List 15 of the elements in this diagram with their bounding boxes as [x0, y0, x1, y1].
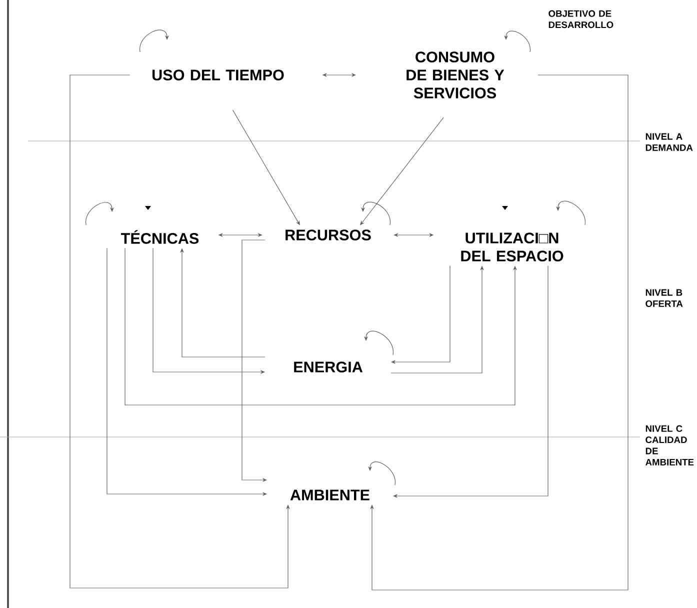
connector-arrow: [360, 117, 444, 226]
node-label: TÉCNICAS: [120, 230, 199, 244]
level-label: NIVEL A DEMANDA: [646, 133, 693, 151]
level-label: NIVEL B OFERTA: [646, 289, 683, 307]
node-label: UTILIZACI□N DEL ESPACIO: [461, 232, 564, 262]
node-label: ENERGIA: [294, 362, 363, 372]
node-label: USO DEL TIEMPO: [152, 70, 284, 80]
connector-arrow: [86, 202, 114, 226]
level-label: OBJETIVO DE DESARROLLO: [548, 10, 614, 28]
level-label: NIVEL C CALIDAD DE AMBIENTE: [646, 425, 694, 466]
connector-arrow: [370, 74, 628, 590]
node-label: CONSUMO DE BIENES Y SERVICIOS: [406, 52, 504, 98]
node-label: AMBIENTE: [290, 490, 370, 500]
node-label: RECURSOS: [286, 230, 371, 240]
connector-arrow: [140, 30, 170, 52]
